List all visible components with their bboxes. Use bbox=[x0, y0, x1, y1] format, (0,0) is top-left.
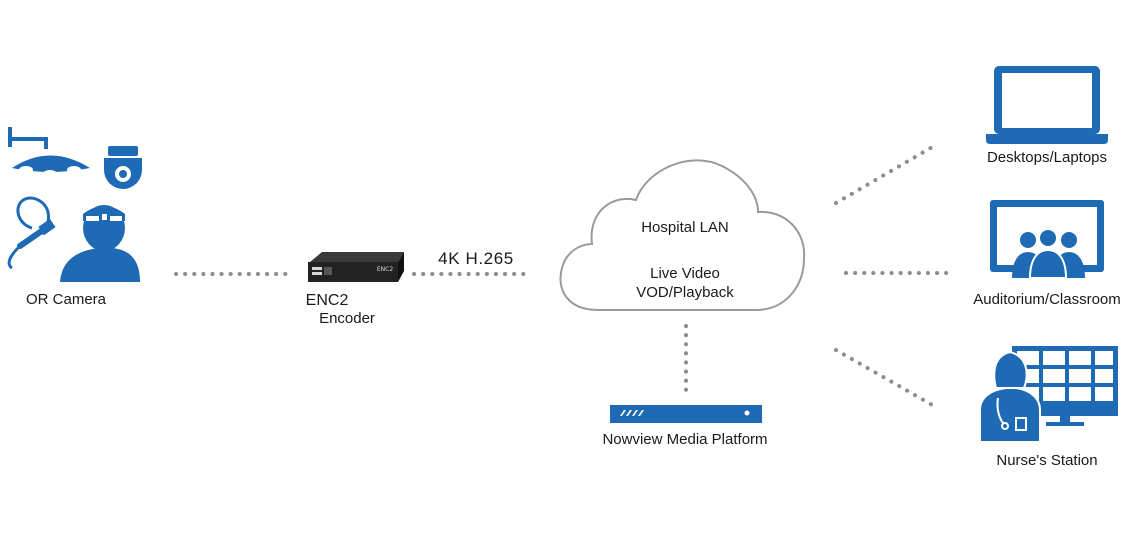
nurse-monitor-icon bbox=[979, 346, 1118, 443]
encoder-device-icon: ENC2 bbox=[308, 252, 404, 282]
endoscope-icon bbox=[7, 196, 56, 270]
codec-label: 4K H.265 bbox=[438, 249, 514, 268]
desktops-label: Desktops/Laptops bbox=[987, 149, 1107, 166]
auditorium-label: Auditorium/Classroom bbox=[973, 291, 1121, 308]
cloud-vod-label: VOD/Playback bbox=[636, 284, 734, 301]
surgeon-head-camera-icon bbox=[60, 205, 140, 282]
or-camera-label: OR Camera bbox=[26, 291, 107, 308]
classroom-screen-icon bbox=[990, 200, 1104, 279]
surgical-light-icon bbox=[8, 127, 90, 178]
nurses-label: Nurse's Station bbox=[996, 452, 1097, 469]
link-cloud-desktops bbox=[834, 144, 936, 205]
encoder-name-label: ENC2 bbox=[306, 292, 349, 309]
platform-label: Nowview Media Platform bbox=[602, 431, 767, 448]
dome-camera-icon bbox=[104, 146, 142, 189]
media-server-icon bbox=[610, 405, 762, 423]
laptop-icon bbox=[986, 66, 1108, 144]
cloud-icon bbox=[559, 159, 806, 311]
encoder-faceplate-text: ENC2 bbox=[377, 266, 393, 273]
cloud-live-video-label: Live Video bbox=[650, 265, 720, 282]
cloud-title-label: Hospital LAN bbox=[641, 219, 729, 236]
link-cloud-nurses bbox=[834, 348, 936, 408]
encoder-type-label: Encoder bbox=[319, 310, 375, 327]
